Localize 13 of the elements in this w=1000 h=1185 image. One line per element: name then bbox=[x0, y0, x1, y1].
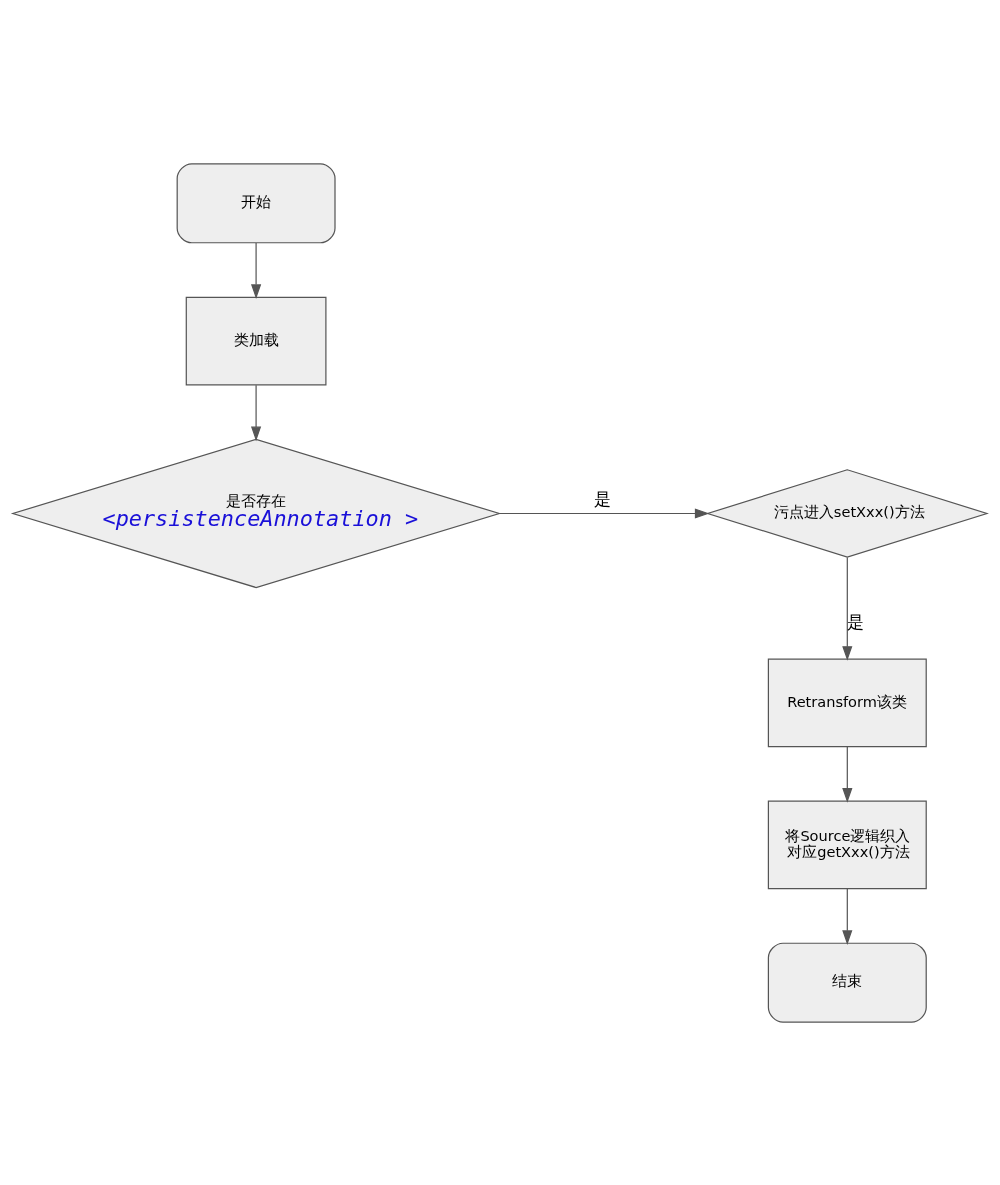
node-box: 类加载 bbox=[185, 296, 327, 385]
arrow bbox=[498, 507, 710, 519]
arrow bbox=[842, 887, 853, 945]
node-box: 结束 bbox=[767, 942, 927, 1023]
arrow bbox=[842, 745, 853, 803]
arrow bbox=[842, 556, 853, 661]
node-box: Retransform该类 bbox=[767, 658, 927, 747]
edge-label: 是 bbox=[594, 488, 612, 509]
arrow bbox=[251, 241, 262, 299]
node-box: 开始 bbox=[176, 162, 336, 243]
arrow bbox=[251, 384, 262, 441]
node-box: 将Source逻辑织入对应getXxx()方法 bbox=[767, 800, 927, 889]
node-diamond: 是否存在 <persistenceAnnotation > bbox=[10, 438, 502, 588]
